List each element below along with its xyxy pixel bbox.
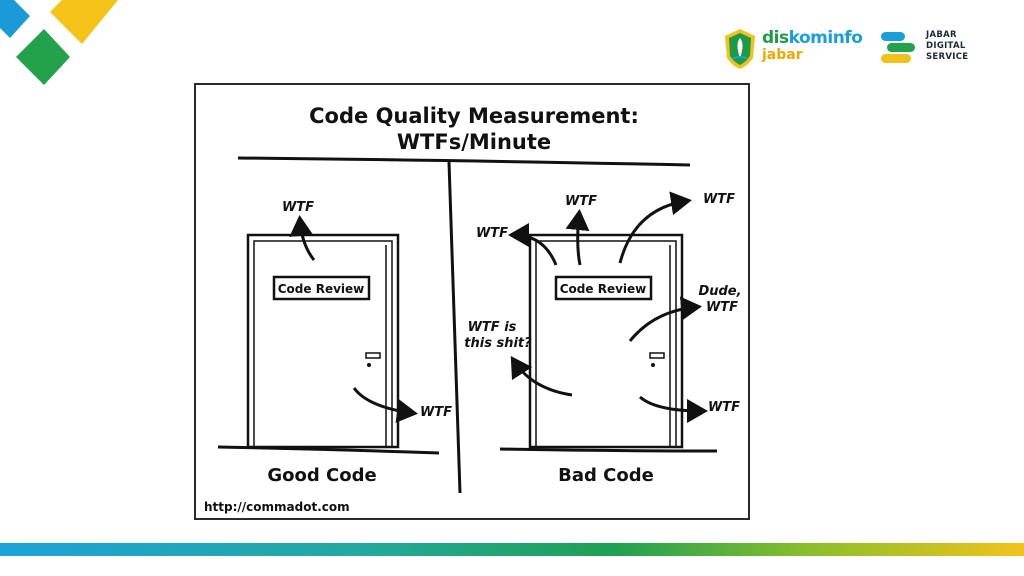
bad-code-caption: Bad Code <box>558 465 654 486</box>
title-underline <box>237 156 691 167</box>
jds-line2: DIGITAL <box>926 41 966 51</box>
bad-wtf-left: WTF <box>476 226 508 241</box>
deco-yellow-diamond <box>50 0 118 44</box>
comic-image: Code Quality Measurement: WTFs/Minute Co… <box>194 83 750 520</box>
bad-floor <box>499 447 718 453</box>
bad-arrow-top <box>565 209 590 266</box>
bad-dude-line1: Dude, <box>698 284 741 299</box>
good-door-frame-inner <box>253 240 393 448</box>
bad-sign-box <box>554 275 653 301</box>
diskominfo-part2: kominf <box>788 28 852 48</box>
bad-shit-line1: WTF is <box>468 320 517 335</box>
diskominfo-jabar: jabar <box>762 47 803 63</box>
bad-arrow-left <box>508 223 558 266</box>
jds-wordmark: JABAR DIGITAL SERVICE <box>926 30 968 63</box>
comic-title-line2: WTFs/Minute <box>397 130 551 154</box>
good-code-caption: Good Code <box>267 465 376 486</box>
bad-door-keyhole <box>651 363 655 367</box>
bad-door-frame-outer <box>528 233 684 449</box>
partner-logos: diskominfo jabar JABAR DIGITAL SERVICE <box>718 26 988 74</box>
jds-logo-icon <box>881 32 915 63</box>
deco-blue-diamond <box>0 0 30 38</box>
bad-shit-line2: this shit? <box>464 336 532 351</box>
bad-sign-label: Code Review <box>560 282 647 296</box>
good-door-frame-outer <box>246 233 400 449</box>
good-floor <box>217 445 440 455</box>
good-code-panel: Code Review WTF WTF Good Code <box>217 200 452 486</box>
bad-dude-line2: WTF <box>706 300 738 315</box>
bad-door-frame-inner <box>535 240 677 448</box>
good-sign-label: Code Review <box>278 282 365 296</box>
jabar-crest-icon <box>725 29 755 69</box>
comic-url: http://commadot.com <box>204 500 350 514</box>
diskominfo-part1: dis <box>762 28 789 48</box>
panel-divider <box>447 161 462 494</box>
bad-wtf-top: WTF <box>565 194 597 209</box>
good-arrow-top <box>289 215 316 261</box>
deco-green-diamond <box>16 29 70 85</box>
good-sign-box <box>272 275 371 301</box>
jds-line1: JABAR <box>926 30 957 40</box>
good-arrow-bottom <box>352 387 418 423</box>
bad-wtf-top-right: WTF <box>703 192 735 207</box>
bad-code-panel: Code Review WTF WTF WTF Dude, WTF WTF is… <box>464 191 742 486</box>
bad-door-handle <box>649 352 665 359</box>
bad-arrow-shit <box>510 355 573 397</box>
bad-arrow-dude <box>628 296 702 342</box>
bad-wtf-bottom-right: WTF <box>708 400 740 415</box>
bad-arrow-top-right <box>618 191 692 264</box>
good-door-handle <box>365 352 381 359</box>
corner-decoration <box>0 0 118 85</box>
good-wtf-top: WTF <box>282 200 314 215</box>
good-door-keyhole <box>367 363 371 367</box>
jds-line3: SERVICE <box>926 52 969 62</box>
diskominfo-part3: o <box>851 28 863 48</box>
footer-gradient-bar <box>0 543 1024 556</box>
good-wtf-bottom: WTF <box>420 405 452 420</box>
comic-title-line1: Code Quality Measurement: <box>309 104 639 128</box>
bad-arrow-bottom-right <box>639 395 708 423</box>
diskominfo-wordmark: diskominfo jabar <box>762 28 863 63</box>
comic-drawing: Code Quality Measurement: WTFs/Minute Co… <box>204 104 742 514</box>
